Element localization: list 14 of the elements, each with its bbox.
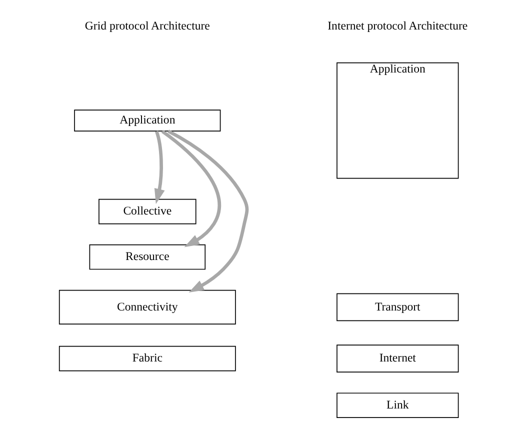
node-box: Resource (88, 244, 206, 270)
node-box: Transport (336, 293, 458, 322)
node-box: Application (74, 110, 220, 132)
arrow (154, 130, 164, 204)
node-box: Connectivity (58, 290, 236, 324)
label: Grid protocol Architecture (84, 18, 210, 33)
node-box: Collective (98, 198, 196, 224)
label: Internet protocol Architecture (327, 18, 468, 33)
arrow (167, 130, 248, 293)
node-box: Application (336, 62, 458, 179)
node-box: Link (336, 392, 458, 418)
arrow (160, 130, 221, 248)
node-box: Internet (336, 344, 458, 372)
node-box: Fabric (58, 346, 236, 372)
